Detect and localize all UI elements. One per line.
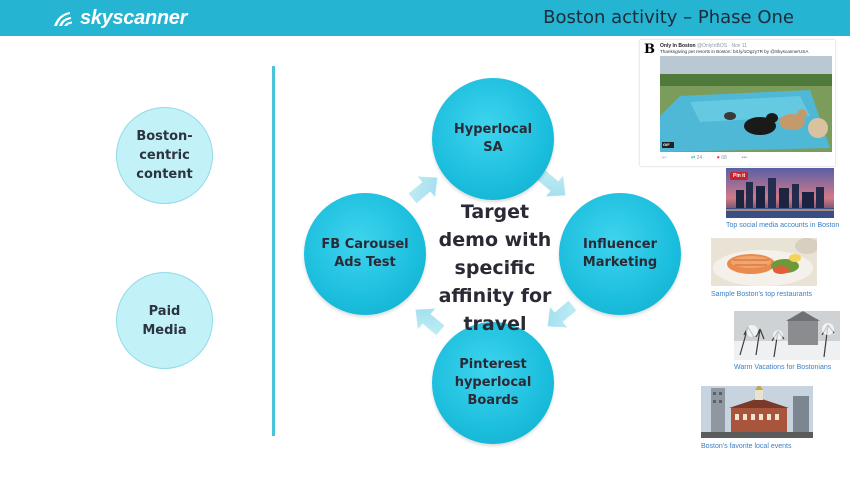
tweet-text: Thanksgiving pet resorts in Boston: bit.… [660, 49, 809, 54]
tweet-actions: ↩ ⇄ 24 ♥ 68 ••• [662, 155, 747, 161]
influencer-marketing-circle: Influencer Marketing [559, 193, 681, 315]
brand-name: skyscanner [80, 6, 188, 29]
circle-label-line: hyperlocal [454, 375, 532, 390]
hyperlocal-sa-circle: Hyperlocal SA [432, 78, 554, 200]
more-icon: ••• [741, 155, 747, 161]
fb-carousel-circle: FB Carousel Ads Test [304, 193, 426, 315]
vertical-divider [272, 66, 275, 436]
faneuil-hall-photo [701, 386, 813, 438]
pinterest-boards-circle: Pinterest hyperlocal Boards [432, 322, 554, 444]
image-caption: Warm Vacations for Bostonians [734, 364, 832, 371]
header-bar: skyscanner Boston activity – Phase One [0, 0, 850, 36]
snowy-boston-photo [734, 311, 840, 360]
circle-label-line: Marketing [582, 255, 658, 270]
circle-label-line: Hyperlocal [453, 122, 533, 137]
circle-label-line: Pinterest [459, 357, 527, 372]
restaurant-food-photo [711, 238, 817, 286]
tweet-card: B Only In Boston @OnlyInBOS · Nov 11 Tha… [640, 40, 835, 166]
paid-media-circle: Paid Media [116, 272, 213, 369]
circle-label-line: FB Carousel [321, 237, 409, 252]
tweet-avatar: B [644, 42, 655, 57]
image-caption: Sample Boston's top restaurants [711, 291, 812, 298]
boston-centric-content-circle: Boston- centric content [116, 107, 213, 204]
tweet-account-name: Only In Boston [660, 43, 696, 49]
image-caption: Boston's favorite local events [701, 443, 792, 450]
center-line: Target [460, 201, 530, 223]
circle-label-line: Boston- [136, 129, 193, 144]
circle-label-line: Influencer [583, 237, 657, 252]
center-line: specific [454, 257, 536, 279]
circle-label-line: Paid [148, 303, 181, 319]
tweet-handle: @OnlyInBOS · Nov 11 [696, 43, 747, 49]
circle-label-line: Boards [467, 393, 519, 408]
circle-label-line: Media [142, 322, 187, 338]
boston-skyline-photo: Pin it [726, 168, 834, 218]
heart-icon: ♥ [716, 155, 720, 161]
slide-title: Boston activity – Phase One [543, 7, 794, 28]
tweet-account: Only In Boston @OnlyInBOS · Nov 11 [660, 43, 747, 49]
dog-pool-illustration [660, 56, 832, 152]
center-line: affinity for [438, 285, 552, 307]
circle-label-line: centric [139, 148, 190, 163]
skyscanner-logo-icon [54, 12, 72, 26]
like-count: 68 [721, 155, 727, 161]
circle-label-line: content [136, 167, 193, 182]
reply-icon: ↩ [662, 155, 667, 161]
retweet-icon: ⇄ [690, 155, 696, 161]
center-line: travel [463, 313, 527, 335]
center-line: demo with [438, 229, 552, 251]
skyscanner-logo: skyscanner [52, 6, 187, 30]
image-caption: Top social media accounts in Boston [726, 222, 840, 229]
retweet-count: 24 [696, 155, 703, 161]
pinterest-badge: Pin it [730, 172, 749, 180]
center-target-text: Target demo with specific affinity for t… [435, 198, 555, 338]
gif-badge: GIF [663, 142, 670, 147]
tweet-dog-pool-image: GIF [660, 56, 832, 152]
circle-label-line: Ads Test [334, 255, 396, 270]
circle-label-line: SA [483, 140, 503, 155]
